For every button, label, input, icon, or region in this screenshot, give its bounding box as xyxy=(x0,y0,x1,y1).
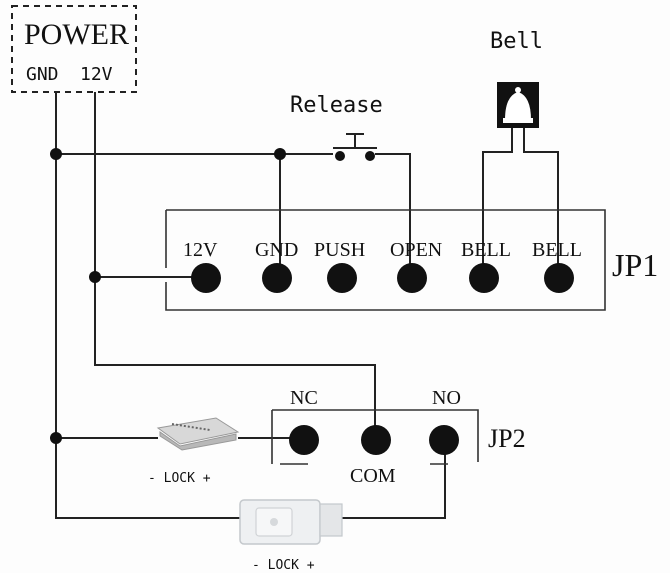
jp1-box xyxy=(165,209,606,311)
jp2-terminal-no xyxy=(429,425,459,455)
jp1-terminal-bell-1 xyxy=(469,263,499,293)
jp1-terminal-label: OPEN xyxy=(390,239,442,261)
jp2-com-label: COM xyxy=(350,465,396,487)
jp1-terminal-label: GND xyxy=(255,239,298,261)
bell-wire-right xyxy=(523,128,559,275)
power-box xyxy=(11,5,137,93)
jp2-box xyxy=(271,409,479,464)
power-title: POWER xyxy=(24,18,129,51)
lock-bottom-label: - LOCK + xyxy=(252,558,315,573)
jp1-terminal-gnd xyxy=(262,263,292,293)
junction-dot xyxy=(50,432,62,444)
jp1-terminal-label: BELL xyxy=(532,239,582,261)
jp1-terminal-label: 12V xyxy=(183,239,218,261)
jp1-terminal-bell-2 xyxy=(544,263,574,293)
electric-strike-icon xyxy=(239,499,343,545)
jp2-terminal-nc xyxy=(289,425,319,455)
jp2-no-label: NO xyxy=(432,387,461,409)
push-button-icon xyxy=(333,133,377,161)
power-gnd-label: GND xyxy=(26,64,59,85)
jp1-terminal-label: BELL xyxy=(461,239,511,261)
bell-label: Bell xyxy=(490,29,543,54)
magnetic-lock-icon xyxy=(156,417,240,451)
v12-trunk-wire xyxy=(94,92,376,440)
bell-icon xyxy=(497,82,539,128)
power-12v-label: 12V xyxy=(80,64,113,85)
gnd-trunk-wire xyxy=(55,92,446,519)
release-label: Release xyxy=(290,93,383,118)
lock-top-label: - LOCK + xyxy=(148,471,211,486)
jp1-terminal-open xyxy=(397,263,427,293)
jp1-label: JP1 xyxy=(612,247,658,283)
jp2-label: JP2 xyxy=(488,424,526,453)
junction-dot xyxy=(50,148,62,160)
junction-dot xyxy=(274,148,286,160)
bell-wire-left xyxy=(482,128,513,275)
jp1-terminal-push xyxy=(327,263,357,293)
jp1-terminal-label: PUSH xyxy=(314,239,365,261)
jp2-nc-label: NC xyxy=(290,387,318,409)
jp2-terminal-com xyxy=(361,425,391,455)
release-to-open-wire xyxy=(375,153,411,275)
junction-dot xyxy=(89,271,101,283)
jp1-terminal-12v xyxy=(191,263,221,293)
